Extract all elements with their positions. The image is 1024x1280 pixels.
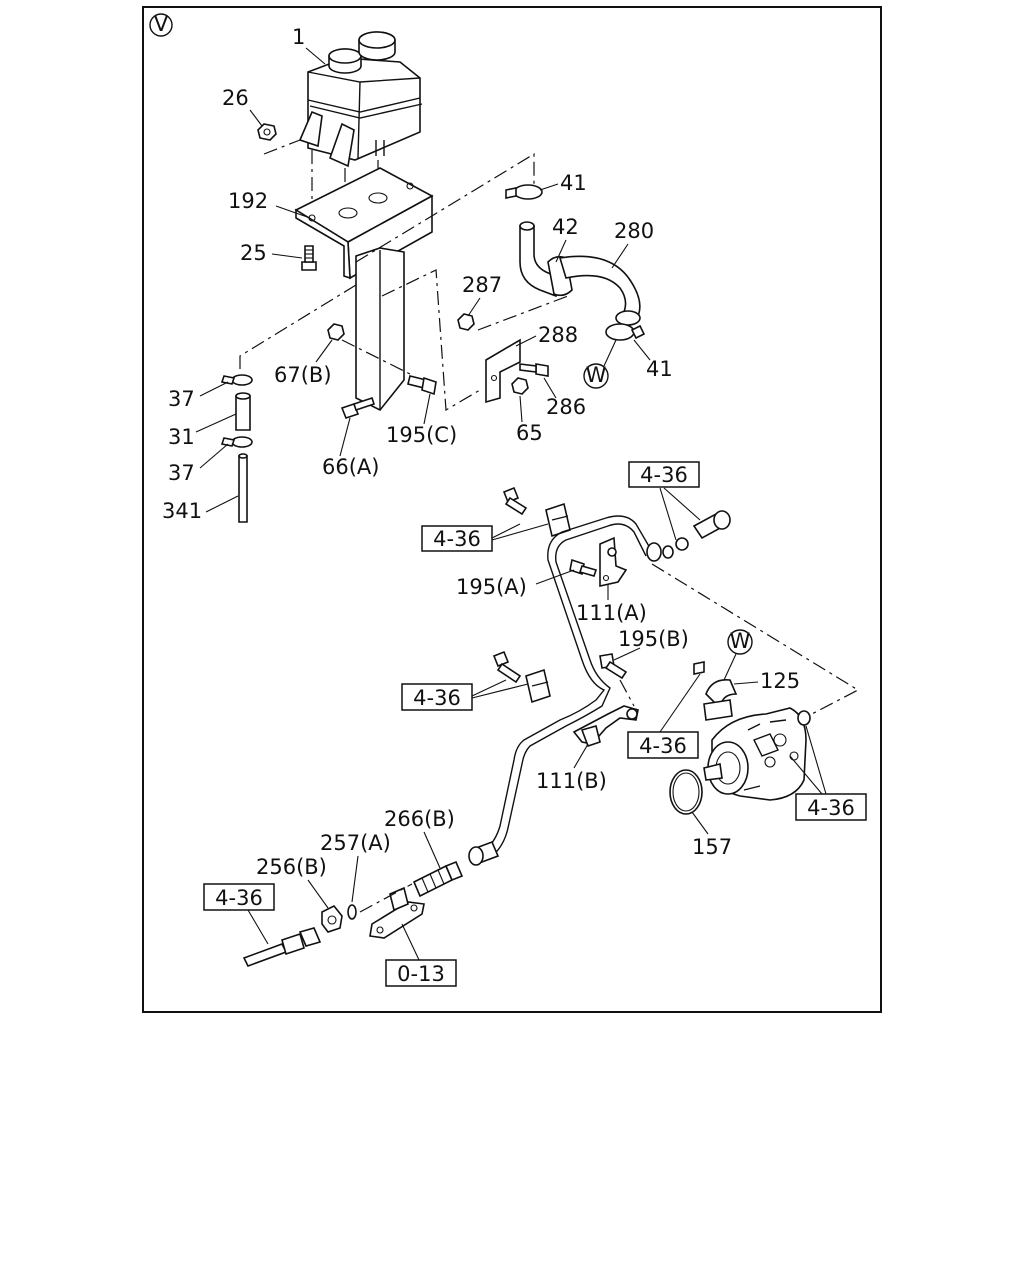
label-25: 25 [240, 241, 267, 265]
ring-257a [347, 904, 357, 920]
label-287: 287 [462, 273, 502, 297]
label-257a: 257(A) [320, 831, 391, 855]
bolt-286 [519, 363, 549, 377]
clamp-37-upper [220, 374, 253, 386]
svg-text:W: W [586, 363, 607, 387]
bracket-288 [485, 338, 521, 404]
label-31: 31 [168, 425, 195, 449]
washer-upper-b [662, 545, 674, 559]
bracket-111a [599, 536, 628, 587]
label-125: 125 [760, 669, 800, 693]
svg-text:W: W [730, 629, 751, 653]
label-42: 42 [552, 215, 579, 239]
nut-256b [321, 904, 343, 933]
label-280: 280 [614, 219, 654, 243]
label-195c: 195(C) [386, 423, 457, 447]
ref-box-4: 4-36 [627, 731, 699, 759]
hose-31 [235, 392, 251, 431]
bolt-195a [569, 558, 598, 577]
label-41-lower: 41 [646, 357, 673, 381]
pressure-pipe [468, 515, 662, 866]
bracket-111b [572, 705, 639, 748]
svg-text:4-36: 4-36 [640, 463, 688, 487]
label-67b: 67(B) [274, 363, 332, 387]
mounting-flange [369, 886, 425, 939]
ref-box-2: 4-36 [421, 525, 493, 552]
nut-26 [257, 123, 277, 141]
ref-box-3: 4-36 [401, 683, 473, 711]
pipe-clip-lower [525, 668, 551, 704]
svg-text:4-36: 4-36 [639, 734, 687, 758]
view-marker: V [149, 12, 173, 37]
fitting-266b [412, 860, 464, 898]
clamp-41-lower [605, 323, 646, 341]
hose-end-lower [242, 927, 322, 967]
bolt-clip-lower [492, 650, 522, 684]
label-111a: 111(A) [576, 601, 647, 625]
clamp-41-upper [505, 184, 543, 200]
label-111b: 111(B) [536, 769, 607, 793]
ref-box-6: 4-36 [203, 883, 275, 911]
bolt-25 [301, 245, 317, 271]
label-157: 157 [692, 835, 732, 859]
ref-box-7: 0-13 [385, 959, 457, 987]
bracket-192 [294, 167, 434, 412]
label-26: 26 [222, 86, 249, 110]
label-341: 341 [162, 499, 202, 523]
w-marker-upper: W [583, 363, 609, 389]
label-1: 1 [292, 25, 305, 49]
washer-pump [797, 710, 811, 726]
ref-box-1: 4-36 [628, 461, 700, 488]
clamp-37-lower [220, 436, 253, 448]
svg-text:4-36: 4-36 [413, 686, 461, 710]
elbow-125 [693, 661, 738, 721]
svg-text:0-13: 0-13 [397, 962, 445, 986]
bolt-195b [599, 653, 628, 680]
label-37-upper: 37 [168, 387, 195, 411]
power-steering-pump [703, 707, 807, 801]
bolt-66a [340, 396, 376, 419]
washer-upper-a [675, 537, 689, 551]
diagram-frame [142, 6, 882, 1013]
svg-text:4-36: 4-36 [807, 796, 855, 820]
svg-text:4-36: 4-36 [433, 527, 481, 551]
label-256b: 256(B) [256, 855, 327, 879]
label-195a: 195(A) [456, 575, 527, 599]
hose-280 [558, 255, 641, 326]
label-266b: 266(B) [384, 807, 455, 831]
label-37-lower: 37 [168, 461, 195, 485]
bolt-clip-upper [502, 486, 528, 516]
label-286: 286 [546, 395, 586, 419]
ref-box-5: 4-36 [795, 793, 867, 821]
label-288: 288 [538, 323, 578, 347]
svg-text:4-36: 4-36 [215, 886, 263, 910]
label-65: 65 [516, 421, 543, 445]
banjo-bolt-upper [692, 510, 731, 540]
o-ring-157 [669, 769, 703, 815]
reservoir-tank [298, 31, 423, 168]
label-41-upper: 41 [560, 171, 587, 195]
nut-67b [327, 323, 345, 341]
label-195b: 195(B) [618, 627, 689, 651]
nut-65 [511, 377, 529, 395]
nut-287 [457, 313, 475, 331]
label-66a: 66(A) [322, 455, 379, 479]
view-marker-text: V [154, 12, 169, 36]
label-192: 192 [228, 189, 268, 213]
pipe-341 [238, 453, 248, 523]
w-marker-lower: W [727, 629, 753, 655]
bolt-195c [407, 375, 437, 396]
